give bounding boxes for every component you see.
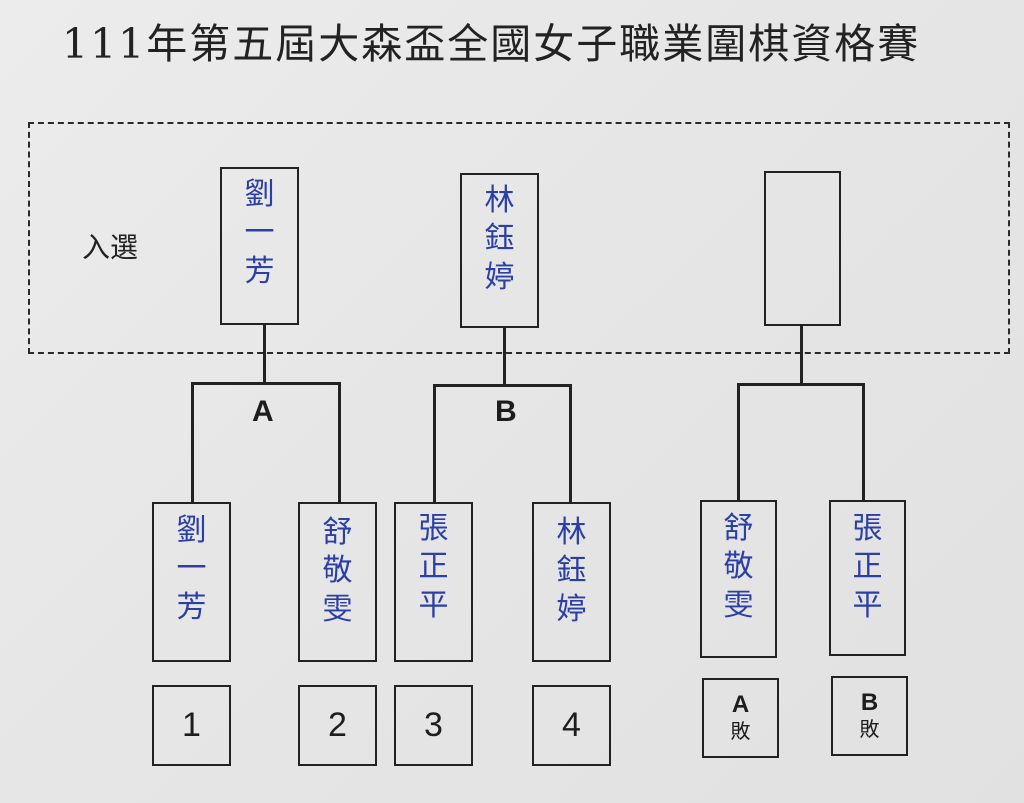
- player-name-5-char-2: 敬: [723, 549, 754, 585]
- player-name-2: 舒 敬 雯: [298, 514, 377, 629]
- match-label-b: B: [495, 395, 517, 428]
- selected-label: 入選: [82, 231, 139, 264]
- loser-label-a-lost: 敗: [730, 719, 751, 744]
- seed-number-1: 1: [182, 706, 201, 744]
- player-name-4: 林 鈺 婷: [532, 514, 611, 629]
- player-name-5-char-1: 舒: [723, 511, 754, 546]
- seed-box-3: [394, 685, 473, 766]
- winner-name-a-char-3: 芳: [244, 253, 275, 289]
- player-box-1: [152, 502, 231, 662]
- winner-name-b-char-1: 林: [484, 183, 515, 218]
- player-name-1-char-3: 芳: [176, 589, 207, 625]
- winner-name-b: 林 鈺 婷: [460, 182, 539, 297]
- loser-label-b: B 敗: [831, 676, 908, 756]
- player-name-1-char-1: 劉: [176, 513, 207, 548]
- leg-c-right: [862, 383, 865, 501]
- player-name-2-char-3: 雯: [322, 591, 353, 627]
- seed-box-2: [298, 685, 377, 766]
- winner-box-b: [460, 173, 539, 328]
- player-name-2-char-2: 敬: [322, 553, 353, 589]
- crossbar-b: [433, 384, 571, 387]
- player-box-5: [700, 500, 777, 658]
- player-box-3: [394, 502, 473, 662]
- player-name-5-char-3: 雯: [723, 587, 754, 623]
- player-name-2-char-1: 舒: [322, 515, 353, 550]
- player-box-6: [829, 500, 906, 656]
- stem-b: [503, 328, 506, 385]
- player-name-5: 舒 敬 雯: [700, 510, 777, 625]
- player-name-6-char-2: 正: [852, 549, 883, 585]
- seed-number-3: 3: [424, 706, 443, 744]
- player-name-6: 張 正 平: [829, 510, 906, 625]
- match-label-a: A: [252, 395, 274, 428]
- player-name-1-char-2: 一: [176, 551, 207, 587]
- leg-a-right: [338, 382, 341, 502]
- player-name-3: 張 正 平: [394, 510, 473, 625]
- page-title: 111年第五屆大森盃全國女子職業圍棋資格賽: [62, 20, 921, 68]
- loser-label-b-lost: 敗: [859, 717, 880, 742]
- seed-box-4: [532, 685, 611, 766]
- winner-name-b-char-3: 婷: [484, 259, 515, 295]
- loser-box-a: [702, 678, 779, 758]
- player-name-3-char-3: 平: [418, 587, 449, 623]
- stem-c: [800, 326, 803, 384]
- leg-b-right: [569, 384, 572, 502]
- player-name-6-char-3: 平: [852, 587, 883, 623]
- winner-box-c-empty: [764, 171, 841, 326]
- seed-number-2: 2: [328, 706, 347, 744]
- player-name-3-char-1: 張: [418, 511, 449, 546]
- leg-b-left: [433, 384, 436, 502]
- seed-box-1: [152, 685, 231, 766]
- winner-name-b-char-2: 鈺: [484, 221, 515, 257]
- winner-name-a-char-1: 劉: [244, 177, 275, 212]
- winner-name-a-char-2: 一: [244, 215, 275, 251]
- player-name-4-char-2: 鈺: [556, 553, 587, 589]
- crossbar-c: [737, 383, 865, 386]
- leg-a-left: [191, 382, 194, 502]
- stem-a: [263, 325, 266, 383]
- selected-region: [28, 122, 1010, 354]
- player-box-2: [298, 502, 377, 662]
- crossbar-a: [191, 382, 341, 385]
- loser-label-b-match: B: [860, 688, 879, 716]
- leg-c-left: [737, 383, 740, 501]
- loser-label-a-match: A: [731, 690, 750, 718]
- player-name-4-char-1: 林: [556, 515, 587, 550]
- player-name-1: 劉 一 芳: [152, 512, 231, 627]
- loser-box-b: [831, 676, 908, 756]
- loser-label-a: A 敗: [702, 678, 779, 758]
- player-name-6-char-1: 張: [852, 511, 883, 546]
- seed-number-4: 4: [562, 706, 581, 744]
- player-name-3-char-2: 正: [418, 549, 449, 585]
- winner-name-a: 劉 一 芳: [220, 176, 299, 291]
- winner-box-a: [220, 167, 299, 325]
- player-box-4: [532, 502, 611, 662]
- player-name-4-char-3: 婷: [556, 591, 587, 627]
